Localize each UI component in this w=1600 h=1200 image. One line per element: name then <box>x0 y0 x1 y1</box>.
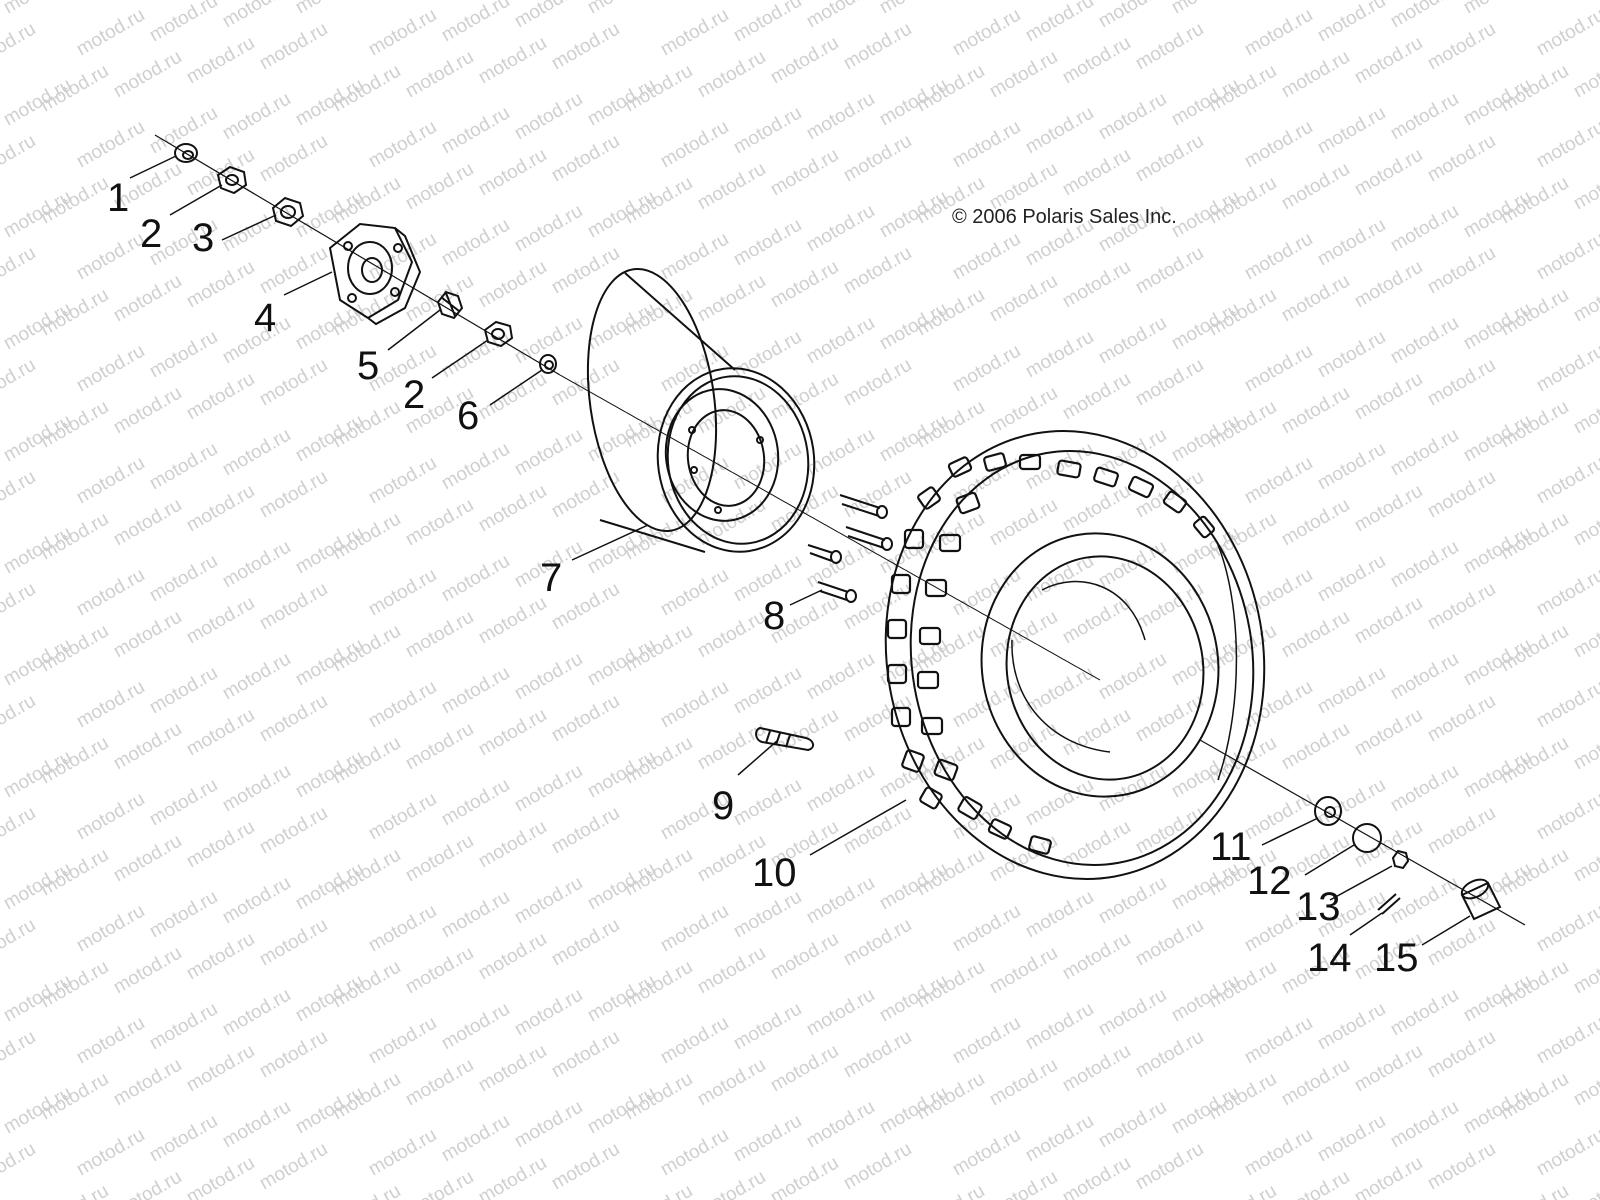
callout-6: 6 <box>457 394 480 438</box>
part-9-valve-stem <box>755 726 814 752</box>
callout-13: 13 <box>1296 885 1341 929</box>
axis-line <box>559 374 1101 681</box>
part-12-cap <box>1352 823 1382 853</box>
part-15-dust-cap <box>1460 878 1502 921</box>
copyright-notice: © 2006 Polaris Sales Inc. <box>952 206 1177 228</box>
axis-line <box>1199 739 1526 926</box>
callout-2: 2 <box>140 212 163 256</box>
part-1-cap-nut <box>174 143 198 163</box>
part-5-castle-nut <box>436 290 464 320</box>
callout-1: 1 <box>107 176 130 220</box>
callout-7: 7 <box>540 556 563 600</box>
part-4-hub <box>328 222 422 326</box>
callout-8: 8 <box>763 594 786 638</box>
callout-9: 9 <box>712 784 735 828</box>
callout-2b: 2 <box>403 373 426 417</box>
part-13-nut <box>1391 849 1410 870</box>
part-11-washer <box>1314 796 1342 826</box>
callout-11: 11 <box>1210 825 1252 869</box>
part-2-washer-b <box>483 320 514 348</box>
part-3-nut <box>271 196 305 228</box>
part-8-studs <box>807 494 893 603</box>
callout-10: 10 <box>752 851 797 895</box>
callout-15: 15 <box>1374 936 1419 980</box>
callout-4: 4 <box>254 296 277 340</box>
part-10-tire <box>884 430 1266 880</box>
callout-14: 14 <box>1307 936 1352 980</box>
callout-5: 5 <box>357 344 380 388</box>
part-2-washer <box>216 165 248 195</box>
callout-12: 12 <box>1247 859 1292 903</box>
part-14-cotter-pin <box>1377 893 1401 915</box>
part-7-rim <box>586 268 816 553</box>
callout-3: 3 <box>192 216 215 260</box>
part-6-nut <box>539 354 557 374</box>
